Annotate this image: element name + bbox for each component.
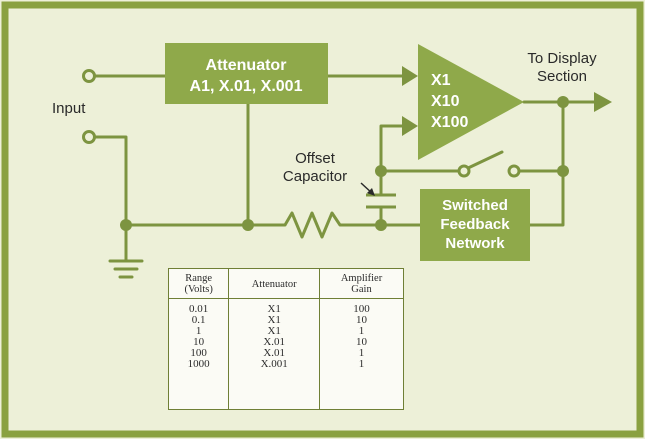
ground-symbol bbox=[108, 259, 144, 279]
header-range: Range (Volts) bbox=[169, 269, 229, 299]
header-gain: Amplifier Gain bbox=[319, 269, 403, 299]
feedback-label-2: Feedback bbox=[440, 216, 510, 233]
arrow-output bbox=[594, 92, 612, 112]
gain-cell: 1 bbox=[358, 325, 365, 337]
arrow-into-amp-lower bbox=[402, 116, 418, 136]
capacitor-pointer-head bbox=[367, 188, 375, 196]
range-table-header: Range (Volts) Attenuator Amplifier Gain bbox=[169, 269, 403, 299]
header-range-line2: (Volts) bbox=[184, 284, 213, 295]
wire-arrowheads bbox=[402, 66, 612, 136]
range-column: 0.01 0.1 1 10 100 1000 bbox=[169, 299, 229, 410]
range-cell: 1 bbox=[195, 325, 202, 337]
attenuator-cell: X.001 bbox=[260, 358, 288, 370]
input-terminal-upper bbox=[82, 69, 96, 83]
range-table-panel: Range (Volts) Attenuator Amplifier Gain … bbox=[168, 268, 404, 410]
feedback-label-3: Network bbox=[445, 235, 505, 252]
amp-gain-x1: X1 bbox=[431, 72, 451, 89]
input-lower-wire bbox=[92, 135, 128, 227]
amp-gain-x100: X100 bbox=[431, 114, 468, 131]
attenuator-cell: X.01 bbox=[263, 347, 286, 359]
block-labels: Attenuator A1, X.01, X.001 X1 X10 X100 S… bbox=[190, 57, 511, 252]
gain-cell: 1 bbox=[358, 347, 365, 359]
header-range-line1: Range bbox=[185, 273, 213, 284]
range-table: Range (Volts) Attenuator Amplifier Gain … bbox=[169, 269, 403, 409]
gain-cell: 10 bbox=[356, 336, 368, 348]
feedback-network-block bbox=[420, 189, 530, 261]
attenuator-title: Attenuator bbox=[206, 57, 287, 74]
gain-cell: 1 bbox=[358, 358, 365, 370]
terminals bbox=[82, 69, 521, 178]
offset-label-2: Capacitor bbox=[283, 168, 347, 185]
attenuator-cell: X1 bbox=[267, 314, 281, 326]
resistor-symbol bbox=[283, 211, 345, 239]
attenuator-block bbox=[165, 43, 328, 104]
header-attenuator: Attenuator bbox=[228, 269, 320, 299]
attenuator-cell: X1 bbox=[267, 325, 281, 337]
switch-contact-left bbox=[457, 164, 471, 178]
amp-gain-x10: X10 bbox=[431, 93, 460, 110]
offset-label-1: Offset bbox=[295, 150, 336, 167]
amplifier-triangle bbox=[418, 44, 524, 160]
gain-cell: 10 bbox=[356, 314, 368, 326]
diagram-labels: Input To Display Section Offset Capacito… bbox=[52, 50, 597, 185]
range-cell: 100 bbox=[190, 347, 207, 359]
arrow-into-amp-upper bbox=[402, 66, 418, 86]
junction-dots bbox=[120, 96, 569, 231]
switch-contact-right bbox=[507, 164, 521, 178]
cap-upper-lead bbox=[379, 124, 414, 197]
range-table-body: 0.01 0.1 1 10 100 1000 X1 X1 X1 X.01 X.0… bbox=[169, 298, 403, 410]
gain-column: 100 10 1 10 1 1 bbox=[319, 298, 403, 409]
attenuator-settings: A1, X.01, X.001 bbox=[190, 78, 303, 95]
range-cell: 0.01 bbox=[189, 303, 209, 315]
input-terminal-lower bbox=[82, 130, 96, 144]
header-gain-line2: Gain bbox=[351, 284, 372, 295]
gain-cell: 100 bbox=[353, 303, 370, 315]
attenuator-cell: X1 bbox=[267, 303, 281, 315]
switch-blade bbox=[464, 150, 504, 171]
attenuator-cell: X.01 bbox=[263, 336, 286, 348]
feedback-label-1: Switched bbox=[442, 197, 508, 214]
output-label-2: Section bbox=[537, 68, 587, 85]
range-cell: 0.1 bbox=[191, 314, 206, 326]
input-label: Input bbox=[52, 100, 86, 117]
offset-capacitor-symbol bbox=[366, 193, 396, 209]
attenuator-column: X1 X1 X1 X.01 X.01 X.001 bbox=[228, 298, 320, 409]
feedback-return-wire bbox=[528, 100, 565, 227]
header-gain-line1: Amplifier bbox=[340, 273, 383, 284]
output-label-1: To Display bbox=[527, 50, 597, 67]
range-cell: 1000 bbox=[187, 358, 210, 370]
range-cell: 10 bbox=[193, 336, 205, 348]
